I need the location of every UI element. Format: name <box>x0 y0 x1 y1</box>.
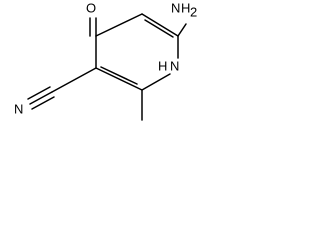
bond-n1-c2 <box>141 73 171 91</box>
bond-cn-triple-3 <box>31 96 55 110</box>
bond-c4-c5 <box>95 13 143 37</box>
bond-c5-c6 <box>141 13 179 37</box>
ring-h-label: H <box>158 58 167 73</box>
oxygen-label: O <box>86 0 96 15</box>
bond-c5-c6-double <box>144 19 174 38</box>
bond-c2-c3 <box>95 67 143 91</box>
amino-subscript-label: 2 <box>190 4 197 19</box>
bond-c3-cn <box>51 67 97 93</box>
bond-c6-nh2 <box>177 23 187 37</box>
bond-c2-c3-double <box>100 66 138 85</box>
nitrile-n-label: N <box>14 101 23 116</box>
amino-h-label: H <box>181 0 190 15</box>
ring-n-label: N <box>170 58 179 73</box>
bond-cn-triple-1 <box>29 91 53 105</box>
chemical-structure: O N H 2 H N N <box>14 0 197 121</box>
bond-cn-triple-2 <box>27 86 51 100</box>
amino-n-label: N <box>171 0 180 15</box>
